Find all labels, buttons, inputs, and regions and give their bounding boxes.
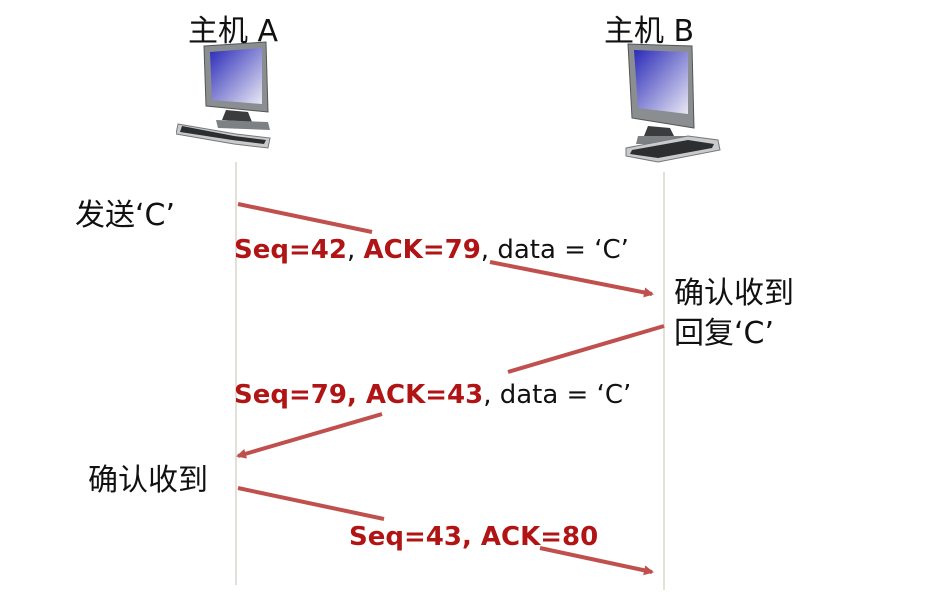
note-b-reply: 回复‘C’ [674, 316, 775, 351]
seq-value: Seq=42 [234, 235, 347, 265]
ack-value: ACK=43 [365, 380, 484, 410]
note-a-send: 发送‘C’ [75, 198, 176, 233]
desktop-computer-icon [176, 41, 271, 149]
message-3-label: Seq=43, ACK=80 [349, 522, 598, 552]
seq-value: Seq=43, [349, 522, 481, 552]
data-value: , data = ‘C’ [480, 235, 629, 265]
ack-value: ACK=79 [363, 235, 481, 265]
ack-value: ACK=80 [480, 522, 599, 552]
note-b-confirm: 确认收到 [674, 276, 794, 311]
desktop-computer-icon [625, 43, 721, 163]
seq-value: Seq=79, [234, 380, 366, 410]
message-2-label: Seq=79, ACK=43, data = ‘C’ [234, 380, 631, 410]
message-1-label: Seq=42, ACK=79, data = ‘C’ [234, 235, 629, 265]
note-a-confirm: 确认收到 [88, 463, 208, 498]
host-b-label: 主机 B [604, 14, 695, 49]
data-value: , data = ‘C’ [483, 380, 632, 410]
